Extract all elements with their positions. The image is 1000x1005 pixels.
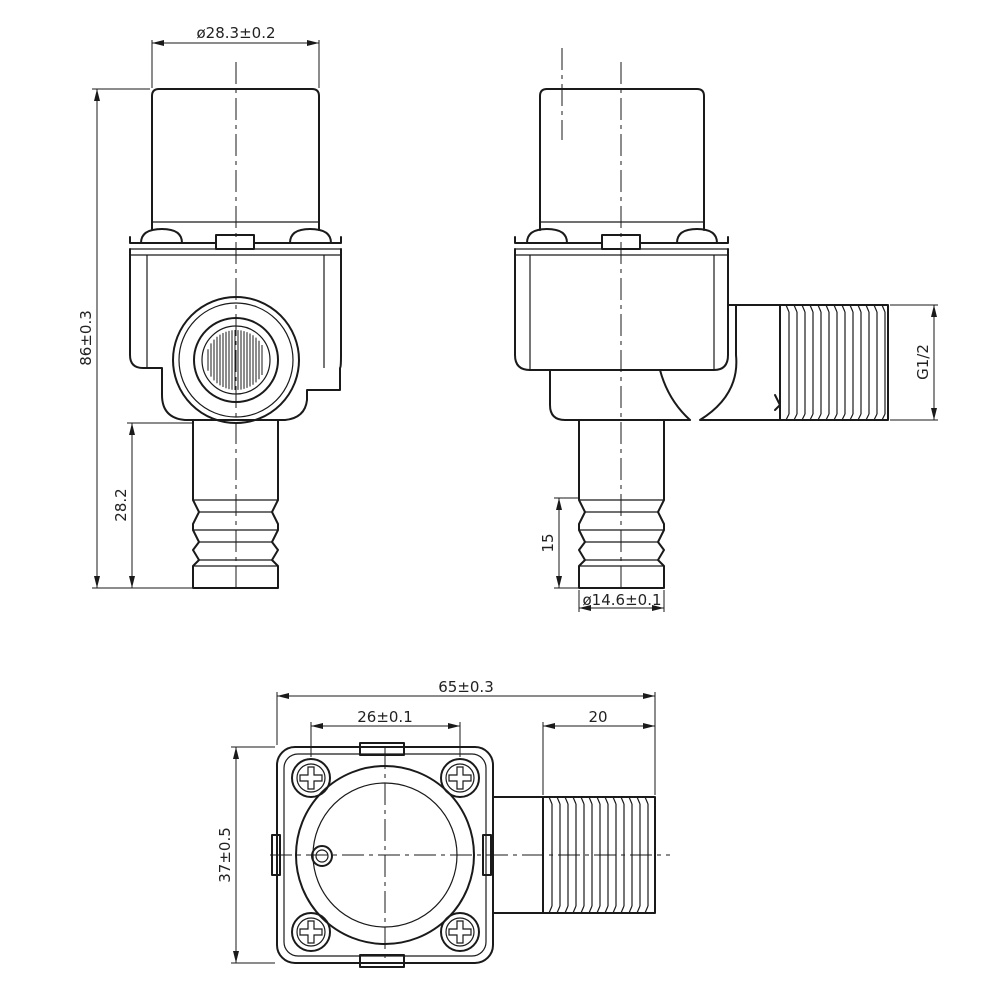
dim-top-total-length: 65±0.3 <box>438 678 494 696</box>
side-view <box>514 48 889 589</box>
front-valve-body <box>129 248 342 421</box>
front-inlet-filter-mesh <box>207 330 263 390</box>
top-clip-top <box>359 742 405 756</box>
side-g12-thread <box>785 304 886 421</box>
dimension-lines <box>92 40 938 964</box>
side-screw-head-left <box>526 228 568 244</box>
dim-side-thread: G1/2 <box>914 344 932 380</box>
side-solenoid-coil <box>539 88 705 231</box>
front-view <box>129 62 342 589</box>
dim-side-barb-diameter: ø14.6±0.1 <box>583 591 662 609</box>
side-valve-body <box>514 248 729 371</box>
dim-front-barb-length: 28.2 <box>112 488 130 521</box>
dim-front-solenoid-diameter: ø28.3±0.2 <box>197 24 276 42</box>
top-screw-top-right <box>440 758 480 798</box>
dim-front-total-height: 86±0.3 <box>77 310 95 366</box>
front-screw-head-right <box>289 228 332 244</box>
front-screw-head-left <box>140 228 183 244</box>
dim-side-barb-rib-length: 15 <box>539 533 557 552</box>
dim-top-body-width: 37±0.5 <box>216 827 234 883</box>
top-view <box>270 742 670 968</box>
top-screw-top-left <box>291 758 331 798</box>
top-pin <box>311 845 333 867</box>
top-screw-bottom-right <box>440 912 480 952</box>
dim-top-screw-pitch: 26±0.1 <box>357 708 413 726</box>
top-screw-bottom-left <box>291 912 331 952</box>
front-center-tab <box>215 234 255 250</box>
side-screw-head-right <box>676 228 718 244</box>
top-clip-bottom <box>359 954 405 968</box>
dim-top-thread-length: 20 <box>588 708 607 726</box>
